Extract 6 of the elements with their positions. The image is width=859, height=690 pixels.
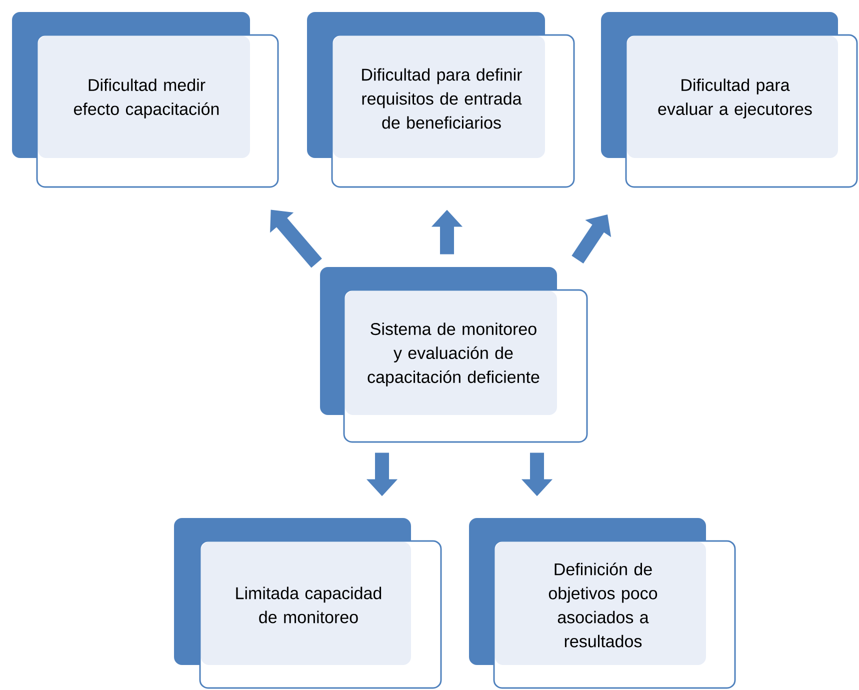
process-box: Sistema de monitoreo y evaluación de capacitación deficiente <box>320 267 588 443</box>
process-box: Dificultad para evaluar a ejecutores <box>601 12 858 188</box>
process-box: Limitada capacidad de monitoreo <box>174 518 442 689</box>
process-box: Definición de objetivos poco asociados a resultados <box>469 518 736 689</box>
process-box: Dificultad para definir requisitos de entrada de beneficiarios <box>307 12 575 188</box>
process-box: Dificultad medir efecto capacitación <box>12 12 279 188</box>
